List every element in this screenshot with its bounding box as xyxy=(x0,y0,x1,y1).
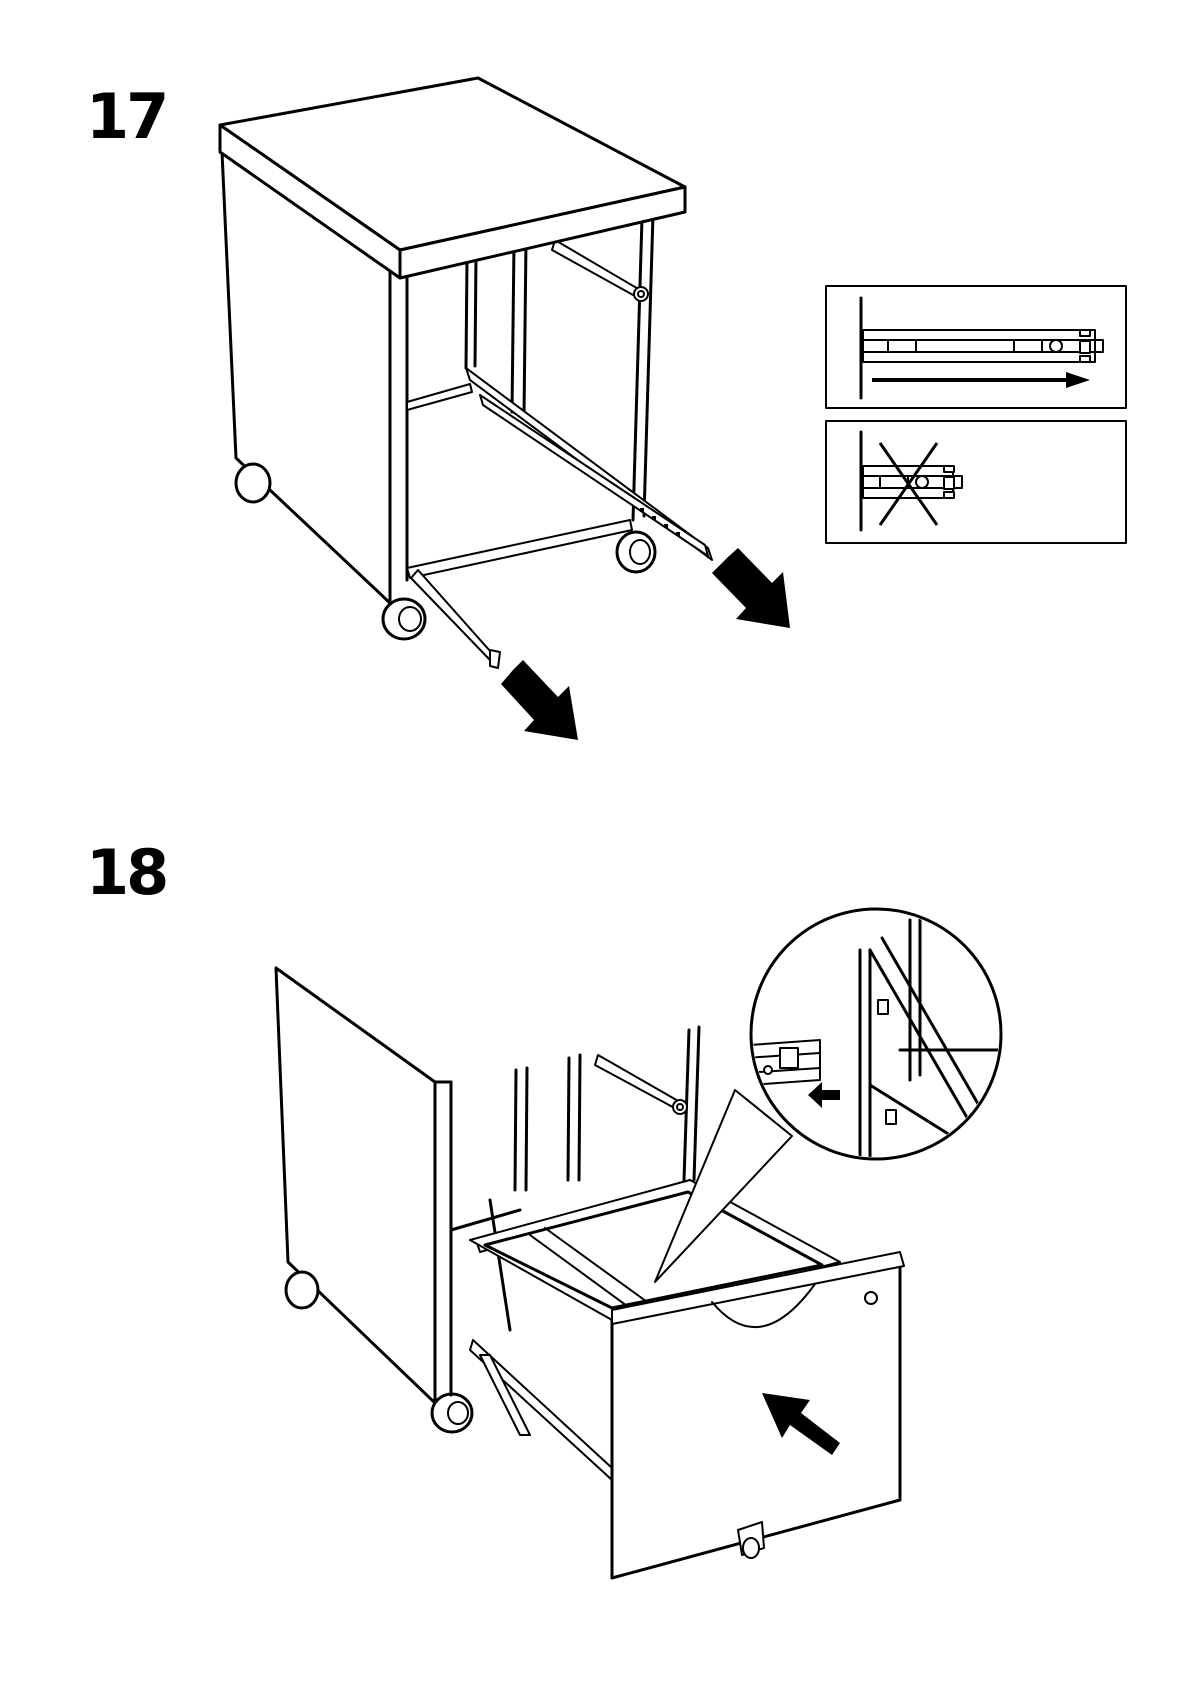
pull-arrow-icon xyxy=(712,548,790,628)
pull-arrow-icon xyxy=(501,660,578,740)
step-17-detail-incorrect xyxy=(826,421,1126,543)
step-17-detail-correct xyxy=(826,286,1126,408)
step-18-detail-magnifier xyxy=(655,909,1001,1282)
step-17-cabinet-illustration xyxy=(220,78,790,740)
